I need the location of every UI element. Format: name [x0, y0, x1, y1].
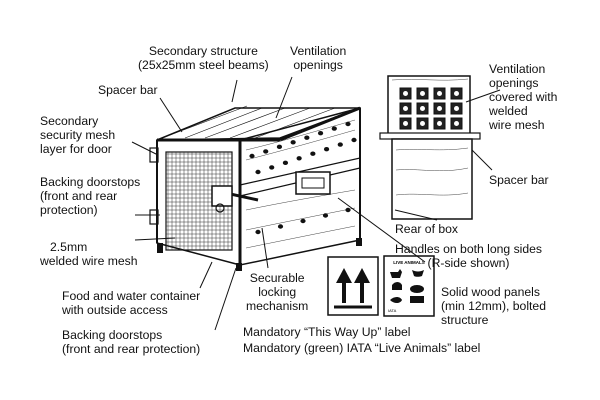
label-rear-of-box: Rear of box — [395, 222, 458, 236]
cow-icon — [410, 296, 424, 303]
lock-mechanism-icon — [212, 186, 232, 206]
label-food-water: Food and water container with outside ac… — [62, 289, 200, 317]
label-this-way-up: Mandatory “This Way Up” label — [243, 325, 411, 339]
rear-spacer-bar — [380, 133, 480, 139]
label-solid-wood: Solid wood panels (min 12mm), bolted str… — [441, 285, 546, 327]
label-handles: Handles on both long sides (R-side shown… — [395, 242, 542, 270]
label-ventilation-covered: Ventilation openings covered with welded… — [489, 62, 557, 132]
label-security-mesh: Secondary security mesh layer for door — [40, 114, 115, 156]
label-locking-mechanism: Securable locking mechanism — [246, 271, 308, 313]
live-animals-footer: IATA — [388, 308, 397, 313]
label-spacer-bar-top: Spacer bar — [98, 83, 158, 97]
label-secondary-structure: Secondary structure (25x25mm steel beams… — [138, 44, 269, 72]
label-backing-doorstops-bottom: Backing doorstops (front and rear protec… — [62, 328, 200, 356]
label-welded-wire-mesh: 2.5mm welded wire mesh — [40, 240, 138, 268]
crate-illustration — [150, 106, 362, 271]
turtle-icon — [410, 285, 424, 293]
handle-icon — [296, 172, 330, 194]
label-spacer-bar-right: Spacer bar — [489, 173, 549, 187]
label-iata: Mandatory (green) IATA “Live Animals” la… — [243, 341, 480, 355]
label-ventilation-openings: Ventilation openings — [290, 44, 346, 72]
this-way-up-icon — [328, 257, 378, 315]
rear-of-box-illustration — [380, 76, 480, 219]
label-backing-doorstops-left: Backing doorstops (front and rear protec… — [40, 175, 140, 217]
